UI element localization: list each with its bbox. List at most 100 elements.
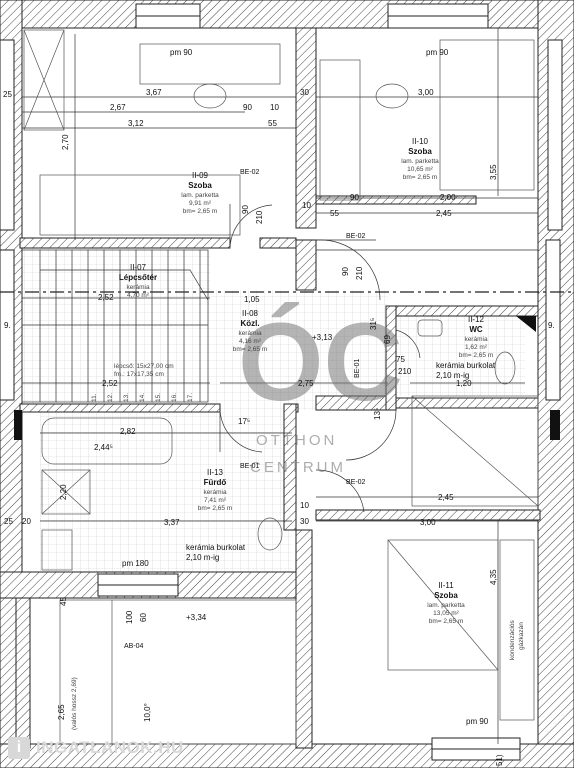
column-right <box>550 410 560 440</box>
tile-note: kerámia burkolat <box>436 361 496 370</box>
dimension-text: 55 <box>330 209 339 218</box>
dimension-text: 1,20 <box>456 379 472 388</box>
dimension-text: 55 <box>268 119 277 128</box>
dimension-text: 3,55 <box>489 164 498 180</box>
tile-floor-stair <box>20 248 210 408</box>
room-13-id: II-13 <box>207 468 224 477</box>
windows <box>0 3 563 761</box>
dimension-text: 2,52 <box>102 379 118 388</box>
brand-logo: i INGATLANOK.HU <box>0 728 218 768</box>
dimension-text: 2,20 <box>59 484 68 500</box>
dimension-text: 2,75 <box>298 379 314 388</box>
room-13-name: Fürdő <box>204 478 227 487</box>
door-label: AB-04 <box>124 643 144 650</box>
dimension-text: 90 <box>241 205 250 214</box>
room-10-name: Szoba <box>408 147 432 156</box>
dimension-text: 210 <box>255 210 264 224</box>
dimension-text: 9. <box>4 321 11 330</box>
dimension-text: 2,70 <box>61 134 70 150</box>
dimension-text: 3,00 <box>420 518 436 527</box>
dimension-text: 75 <box>396 355 405 364</box>
room-09-area: 9,91 m² <box>189 200 212 207</box>
room-10-floor: lam. parketta <box>401 158 439 165</box>
dimension-text: 10 <box>270 103 279 112</box>
dimension-text: 90 <box>341 267 350 276</box>
door-label: BE-02 <box>240 169 260 176</box>
door-label: BE-01 <box>240 463 260 470</box>
dimension-text: 1,05 <box>244 295 260 304</box>
dimension-text: 30 <box>300 88 309 97</box>
dimension-text: 2,65 <box>57 704 66 720</box>
dimension-text: 20 <box>22 517 31 526</box>
dimension-lines <box>22 28 538 744</box>
stair-step-number: 13. <box>123 393 130 402</box>
room-09-height: bm= 2,65 m <box>183 208 218 215</box>
door-label: BE-02 <box>346 233 366 240</box>
chimney <box>516 316 536 332</box>
dimension-text: 90 <box>243 103 252 112</box>
stair-note: fm.: 17x17,35 cm <box>114 371 164 378</box>
stair-step-number: 16. <box>171 393 178 402</box>
dimension-text: 3,67 <box>146 88 162 97</box>
boiler-note: kondenzációs <box>509 620 516 660</box>
dimension-text: 210 <box>355 266 364 280</box>
room-11-height: bm= 2,65 m <box>429 618 464 625</box>
furniture <box>23 29 539 745</box>
watermark-logo: ÓC <box>238 301 403 424</box>
room-10-area: 10,65 m² <box>407 166 433 173</box>
room-08-area: 4,16 m² <box>239 338 262 345</box>
room-09-id: II-09 <box>192 171 209 180</box>
dimension-text: 210 <box>398 367 412 376</box>
dimension-text: 90 <box>350 193 359 202</box>
room-07-name: Lépcsőtér <box>119 273 157 282</box>
room-09-name: Szoba <box>188 181 212 190</box>
dimension-text: 51) <box>495 754 504 766</box>
brand-text: INGATLANOK.HU <box>36 738 184 757</box>
dimension-text: 2,52 <box>98 293 114 302</box>
room-11-area: 13,05 m² <box>433 610 459 617</box>
parapet-label: pm 90 <box>170 48 193 57</box>
stair-numbers: 11. 12. 13. 14. 15. 16. 17. <box>91 393 194 402</box>
dimension-text: 2,82 <box>120 427 136 436</box>
tile-note: 2,10 m-ig <box>436 371 469 380</box>
dimension-text: +3,13 <box>312 333 333 342</box>
door-label: BE-02 <box>346 479 366 486</box>
room-10-height: bm= 2,65 m <box>403 174 438 181</box>
room-08-id: II-08 <box>242 309 259 318</box>
dimension-text: 2,67 <box>110 103 126 112</box>
dimension-text: 60 <box>139 613 148 622</box>
parapet-label: pm 90 <box>426 48 449 57</box>
stair-step-number: 12. <box>107 393 114 402</box>
dimension-text: 2,45 <box>438 493 454 502</box>
dimension-text: 25 <box>3 90 12 99</box>
tile-note: 2,10 m-ig <box>186 553 219 562</box>
dimension-text: 45 <box>59 597 68 606</box>
stair-note: lépcső: 15x27,00 cm <box>114 363 174 370</box>
dimension-text: 69 <box>383 335 392 344</box>
room-11-floor: lam. parketta <box>427 602 465 609</box>
room-09-floor: lam. parketta <box>181 192 219 199</box>
stair-step-number: 11. <box>91 393 98 402</box>
door-swings <box>219 204 421 513</box>
room-13-area: 7,41 m² <box>204 497 227 504</box>
tile-floor-bath <box>40 410 292 572</box>
dimension-text: 10 <box>300 501 309 510</box>
dimension-text: 13⁵ <box>373 408 382 420</box>
stair-step-number: 14. <box>139 393 146 402</box>
room-11-id: II-11 <box>438 581 454 590</box>
dimension-text: 2,00 <box>440 193 456 202</box>
dimension-text: 3,12 <box>128 119 144 128</box>
room-12-floor: kerámia <box>464 336 488 343</box>
brand-icon: i <box>8 737 30 759</box>
boiler-note: gázkazán <box>518 622 525 650</box>
dimension-text: 10 <box>302 201 311 210</box>
room-07-floor: kerámia <box>126 284 150 291</box>
room-12-area: 1,62 m² <box>465 344 488 351</box>
dimension-text: 25 <box>4 517 13 526</box>
dimension-text: 3,37 <box>164 518 180 527</box>
dimension-text: 10,0° <box>143 703 152 722</box>
stair-step-number: 15. <box>155 393 162 402</box>
staircase <box>21 249 209 403</box>
room-13-height: bm= 2,65 m <box>198 505 233 512</box>
